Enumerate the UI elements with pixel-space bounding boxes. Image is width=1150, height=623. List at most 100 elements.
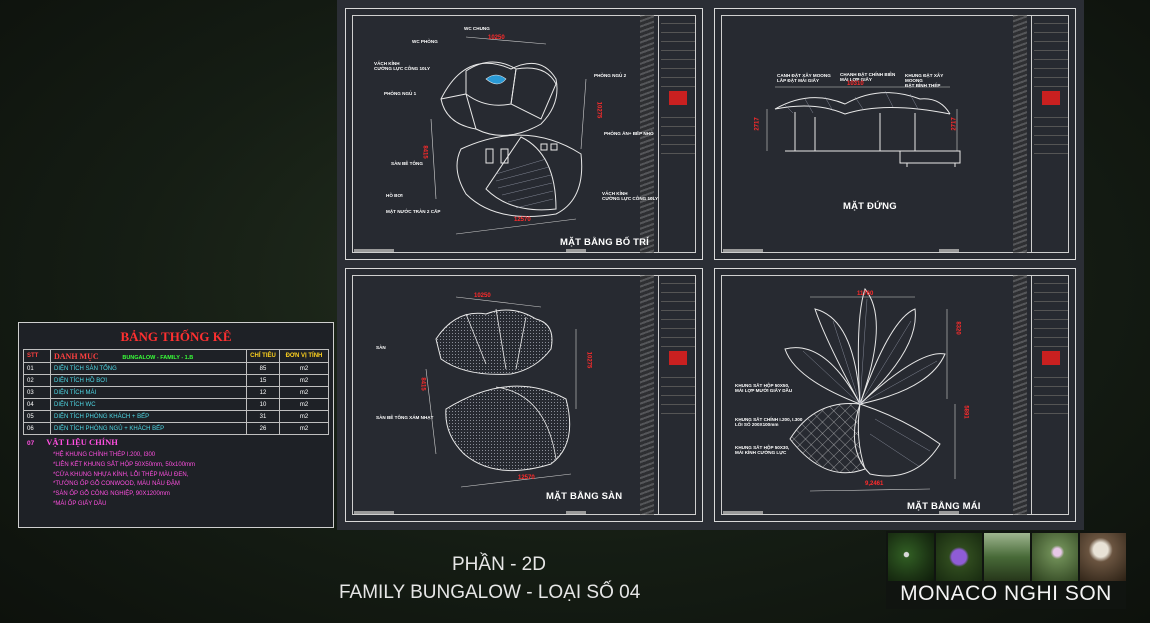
- sheet-label-roof: MẶT BẰNG MÁI: [907, 501, 981, 512]
- row-value: 10: [246, 398, 280, 411]
- note-elev-1: CANH ĐẶT XÂY MOONG LẮP ĐẶT MÁI GIẤY: [777, 73, 831, 84]
- table-row: 05 DIỆN TÍCH PHÒNG KHÁCH + BẾP 31 m2: [23, 410, 329, 423]
- sheet-frame: [352, 275, 696, 515]
- dim-left: 8415: [421, 145, 428, 159]
- row-name: DIỆN TÍCH PHÒNG KHÁCH + BẾP: [50, 410, 247, 423]
- note-phong-ngu-2: PHÒNG NGỦ 2: [594, 73, 627, 78]
- brand-name: MONACO NGHI SON: [900, 582, 1112, 605]
- photo-flowers: [1032, 533, 1078, 581]
- row-name: DIỆN TÍCH SÀN TỔNG: [50, 362, 247, 375]
- note-san-be-tong: SÀN BÊ TÔNG: [391, 161, 423, 166]
- row-value: 85: [246, 362, 280, 375]
- company-logo: [669, 91, 687, 105]
- dim-left: 8415: [419, 377, 426, 391]
- elevation-drawing: [723, 86, 961, 252]
- note-ho-boi: HỒ BƠI: [386, 193, 403, 198]
- table-header-row: STT DANH MỤC BUNGALOW - FAMILY - 1.B CHỈ…: [23, 349, 329, 363]
- table-row: 04 DIỆN TÍCH WC 10 m2: [23, 398, 329, 411]
- row-name: DIỆN TÍCH MÁI: [50, 386, 247, 399]
- row-name: DIỆN TÍCH HỒ BƠI: [50, 374, 247, 387]
- materials-title: VẬT LIỆU CHÍNH: [46, 437, 118, 447]
- photo-forest: [984, 533, 1030, 581]
- row-stt: 03: [23, 386, 51, 399]
- dim-right: 2717: [951, 117, 958, 131]
- caption-line-1: PHẦN - 2D: [452, 554, 546, 575]
- drawing-sheets-panel: WC PHÒNG WC CHUNG VÁCH KÍNH CƯỜNG LỰC CÔ…: [337, 0, 1084, 530]
- caption-line-2: FAMILY BUNGALOW - LOẠI SỐ 04: [339, 582, 641, 603]
- row-unit: m2: [279, 410, 329, 423]
- list-item: *MÁI ỐP GIẤY DẦU: [53, 500, 107, 507]
- dim-top: 10250: [474, 293, 491, 299]
- row-value: 15: [246, 374, 280, 387]
- row-value: 31: [246, 410, 280, 423]
- stats-table: STT DANH MỤC BUNGALOW - FAMILY - 1.B CHỈ…: [23, 349, 329, 435]
- row-unit: m2: [279, 398, 329, 411]
- row-name: DIỆN TÍCH PHÒNG NGỦ + KHÁCH BẾP: [50, 422, 247, 435]
- table-row: 06 DIỆN TÍCH PHÒNG NGỦ + KHÁCH BẾP 26 m2: [23, 422, 329, 435]
- note-vach-kinh-1: VÁCH KÍNH CƯỜNG LỰC CÔNG 10LY: [374, 61, 431, 72]
- company-logo: [1042, 351, 1060, 365]
- dim-right-2: 5891: [962, 405, 969, 419]
- sheet-roof[interactable]: KHUNG SẮT HỘP 50X50, MÁI LỢP MƯỚI GIẤY D…: [714, 268, 1076, 522]
- note-phong-ngu-1: PHÒNG NGỦ 1: [384, 91, 417, 96]
- table-row: 01 DIỆN TÍCH SÀN TỔNG 85 m2: [23, 362, 329, 375]
- title-block: [658, 275, 697, 515]
- floor-drawing: [354, 296, 586, 514]
- stats-table-panel: BẢNG THỐNG KÊ STT DANH MỤC BUNGALOW - FA…: [18, 322, 334, 528]
- row-value: 26: [246, 422, 280, 435]
- note-wc-phong: WC PHÒNG: [412, 39, 438, 44]
- table-row: 02 DIỆN TÍCH HỒ BƠI 15 m2: [23, 374, 329, 387]
- row-name: DIỆN TÍCH WC: [50, 398, 247, 411]
- company-logo: [1042, 91, 1060, 105]
- header-don-vi: ĐƠN VỊ TÍNH: [279, 349, 329, 363]
- dim-bottom: 12570: [518, 475, 535, 481]
- title-block: [1031, 15, 1070, 253]
- sheet-decor-strip: [1013, 275, 1027, 515]
- list-item: *CỬA KHUNG NHỰA KÍNH, LỖI THÉP MÀU ĐEN,: [53, 471, 189, 478]
- list-item: *TƯỜNG ỐP GỖ CONWOOD, MÀU NÂU ĐẬM: [53, 481, 180, 488]
- photo-strip: [886, 531, 1126, 609]
- row-unit: m2: [279, 386, 329, 399]
- roof-drawing: [723, 287, 959, 514]
- note-roof-1: KHUNG SẮT HỘP 50X50, MÁI LỢP MƯỚI GIẤY D…: [735, 383, 793, 394]
- stats-table-title: BẢNG THỐNG KÊ: [120, 329, 232, 344]
- note-roof-2: KHUNG SẮT CHÍNH I.200, I.300 LỐI SỐ 200X…: [735, 417, 803, 428]
- note-san-be-tong: SÀN BÊ TÔNG XÁM NHẠT: [376, 415, 434, 420]
- sheet-decor-strip: [640, 15, 654, 253]
- row-stt: 02: [23, 374, 51, 387]
- dim-top: 10310: [847, 81, 864, 87]
- title-block: [1031, 275, 1070, 515]
- dim-top: 11760: [857, 291, 874, 297]
- header-danh-muc: DANH MỤC BUNGALOW - FAMILY - 1.B: [50, 349, 247, 363]
- dim-bottom: 9,2461: [865, 481, 884, 487]
- dim-top: 10250: [488, 35, 505, 41]
- sheet-label-plan: MẶT BẰNG BỐ TRÍ: [560, 237, 650, 248]
- sheet-plan[interactable]: WC PHÒNG WC CHUNG VÁCH KÍNH CƯỜNG LỰC CÔ…: [345, 8, 703, 260]
- plan-drawing: [354, 36, 587, 252]
- dim-right-1: 8320: [954, 321, 961, 335]
- photo-plant: [888, 533, 934, 581]
- sheet-frame: [352, 15, 696, 253]
- note-roof-3: KHUNG SẮT HỘP 50X30, MÁI KÍNH CƯỜNG LỰC: [735, 445, 790, 456]
- sheet-decor-strip: [640, 275, 654, 515]
- note-mat-nuoc: MẶT NƯỚC TRÀN 2 CẤP: [386, 209, 441, 214]
- note-vach-kinh-2: VÁCH KÍNH CƯỜNG LỰC CÔNG 10LY: [602, 191, 659, 202]
- row-unit: m2: [279, 362, 329, 375]
- sheet-decor-strip: [1013, 15, 1027, 253]
- sheet-label-elevation: MẶT ĐỨNG: [843, 201, 897, 212]
- sheet-floor[interactable]: SÀN SÀN BÊ TÔNG XÁM NHẠT 10250 10275 841…: [345, 268, 703, 522]
- sheet-frame: [721, 15, 1069, 253]
- header-stt: STT: [23, 349, 51, 363]
- row-stt: 04: [23, 398, 51, 411]
- materials-list: *HỆ KHUNG CHÍNH THÉP I.200, I300 *LIÊN K…: [53, 451, 195, 510]
- sheet-elevation[interactable]: CANH ĐẶT XÂY MOONG LẮP ĐẶT MÁI GIẤY CHAN…: [714, 8, 1076, 260]
- materials-number: 07: [27, 440, 35, 447]
- dim-right: 10275: [585, 351, 592, 369]
- row-unit: m2: [279, 422, 329, 435]
- row-stt: 06: [23, 422, 51, 435]
- row-stt: 01: [23, 362, 51, 375]
- note-phong-an-bep: PHÒNG ĂN+ BẾP NHỎ: [604, 131, 654, 136]
- dim-right: 10275: [595, 101, 602, 119]
- sheet-frame: [721, 275, 1069, 515]
- header-group: BUNGALOW - FAMILY - 1.B: [122, 354, 194, 361]
